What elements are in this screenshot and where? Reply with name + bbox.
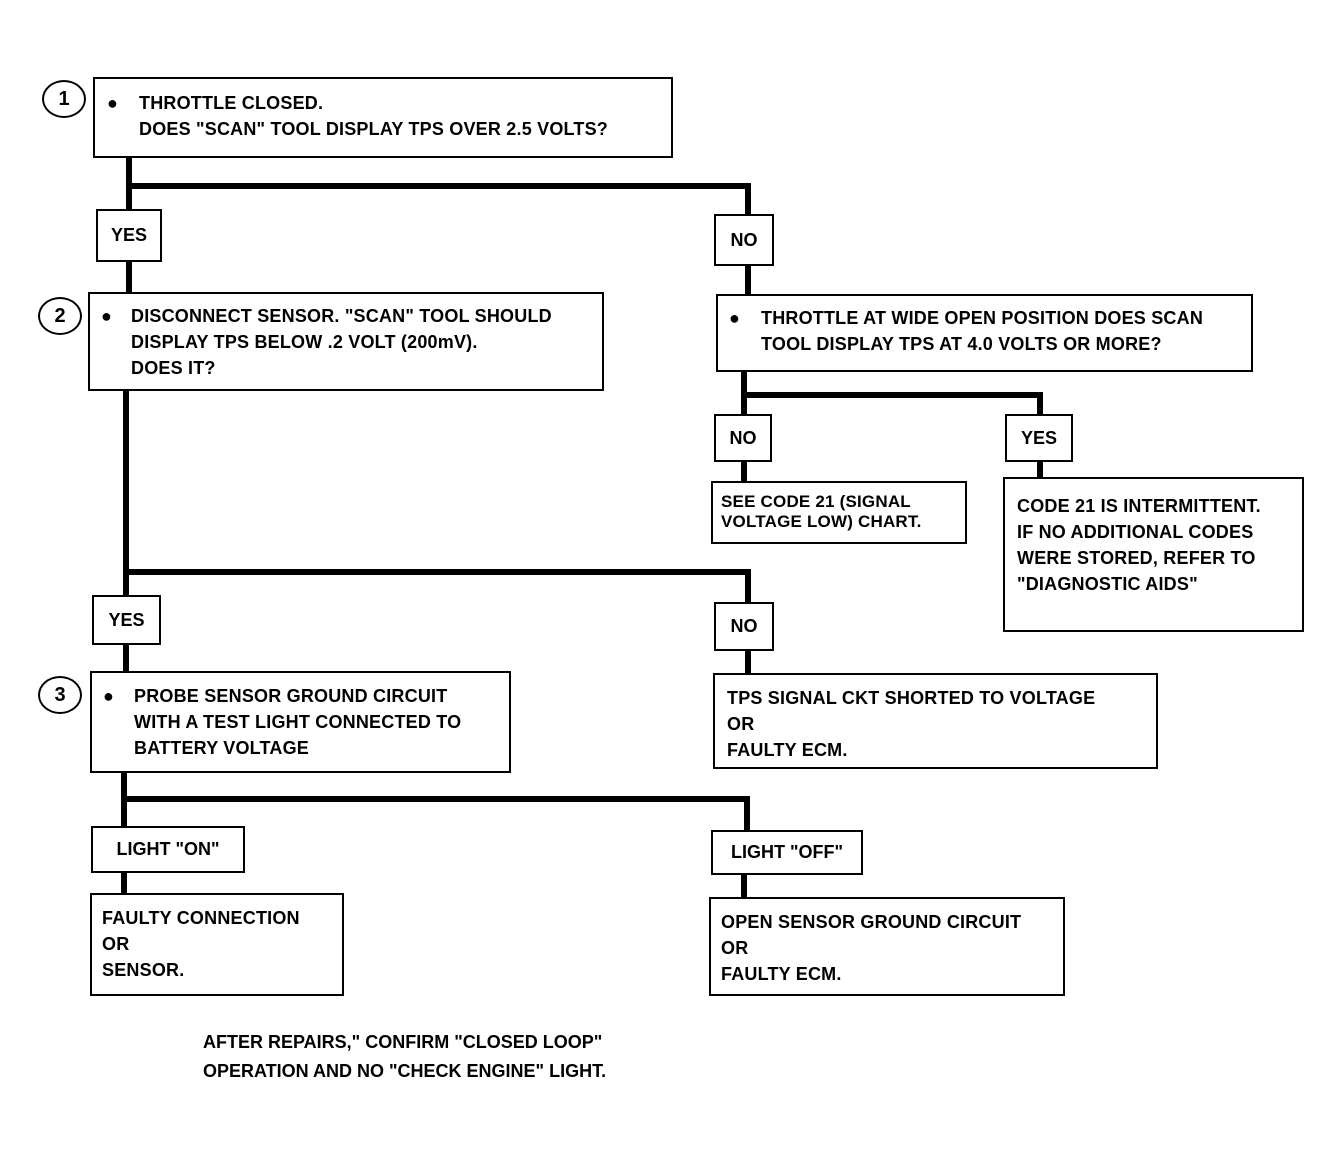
bullet-icon: ● — [101, 306, 113, 326]
step-2-yes-label: YES — [92, 595, 161, 645]
wide-open-yes-label: YES — [1005, 414, 1073, 462]
step-1-text: THROTTLE CLOSED. DOES "SCAN" TOOL DISPLA… — [139, 93, 608, 139]
step-1-yes-label: YES — [96, 209, 162, 262]
bullet-icon: ● — [103, 686, 115, 706]
step-2-number: 2 — [38, 297, 82, 335]
step-1-no-label: NO — [714, 214, 774, 266]
bullet-icon: ● — [107, 93, 119, 113]
light-on-label: LIGHT "ON" — [91, 826, 245, 873]
code-21-intermittent-text: CODE 21 IS INTERMITTENT. IF NO ADDITIONA… — [1017, 496, 1261, 594]
code-21-chart-text: SEE CODE 21 (SIGNAL VOLTAGE LOW) CHART. — [721, 492, 922, 531]
open-ground-box: OPEN SENSOR GROUND CIRCUIT OR FAULTY ECM… — [709, 897, 1065, 996]
faulty-connection-text: FAULTY CONNECTION OR SENSOR. — [102, 908, 300, 980]
bullet-icon: ● — [729, 308, 741, 328]
code-21-chart-box: SEE CODE 21 (SIGNAL VOLTAGE LOW) CHART. — [711, 481, 967, 544]
step-1-box: ● THROTTLE CLOSED. DOES "SCAN" TOOL DISP… — [93, 77, 673, 158]
tps-shorted-box: TPS SIGNAL CKT SHORTED TO VOLTAGE OR FAU… — [713, 673, 1158, 769]
light-off-label: LIGHT "OFF" — [711, 830, 863, 875]
wide-open-text: THROTTLE AT WIDE OPEN POSITION DOES SCAN… — [761, 308, 1204, 354]
step-2-text: DISCONNECT SENSOR. "SCAN" TOOL SHOULD DI… — [131, 306, 552, 378]
step-3-number: 3 — [38, 676, 82, 714]
step-1-number: 1 — [42, 80, 86, 118]
step-2-no-label: NO — [714, 602, 774, 651]
code-21-intermittent-box: CODE 21 IS INTERMITTENT. IF NO ADDITIONA… — [1003, 477, 1304, 632]
footer-note: AFTER REPAIRS," CONFIRM "CLOSED LOOP" OP… — [203, 1032, 607, 1081]
step-3-text: PROBE SENSOR GROUND CIRCUIT WITH A TEST … — [134, 686, 462, 758]
tps-shorted-text: TPS SIGNAL CKT SHORTED TO VOLTAGE OR FAU… — [727, 688, 1096, 760]
open-ground-text: OPEN SENSOR GROUND CIRCUIT OR FAULTY ECM… — [721, 912, 1022, 984]
wide-open-no-label: NO — [714, 414, 772, 462]
step-2-box: ● DISCONNECT SENSOR. "SCAN" TOOL SHOULD … — [88, 292, 604, 391]
wide-open-box: ● THROTTLE AT WIDE OPEN POSITION DOES SC… — [716, 294, 1253, 372]
step-3-box: ● PROBE SENSOR GROUND CIRCUIT WITH A TES… — [90, 671, 511, 773]
faulty-connection-box: FAULTY CONNECTION OR SENSOR. — [90, 893, 344, 996]
